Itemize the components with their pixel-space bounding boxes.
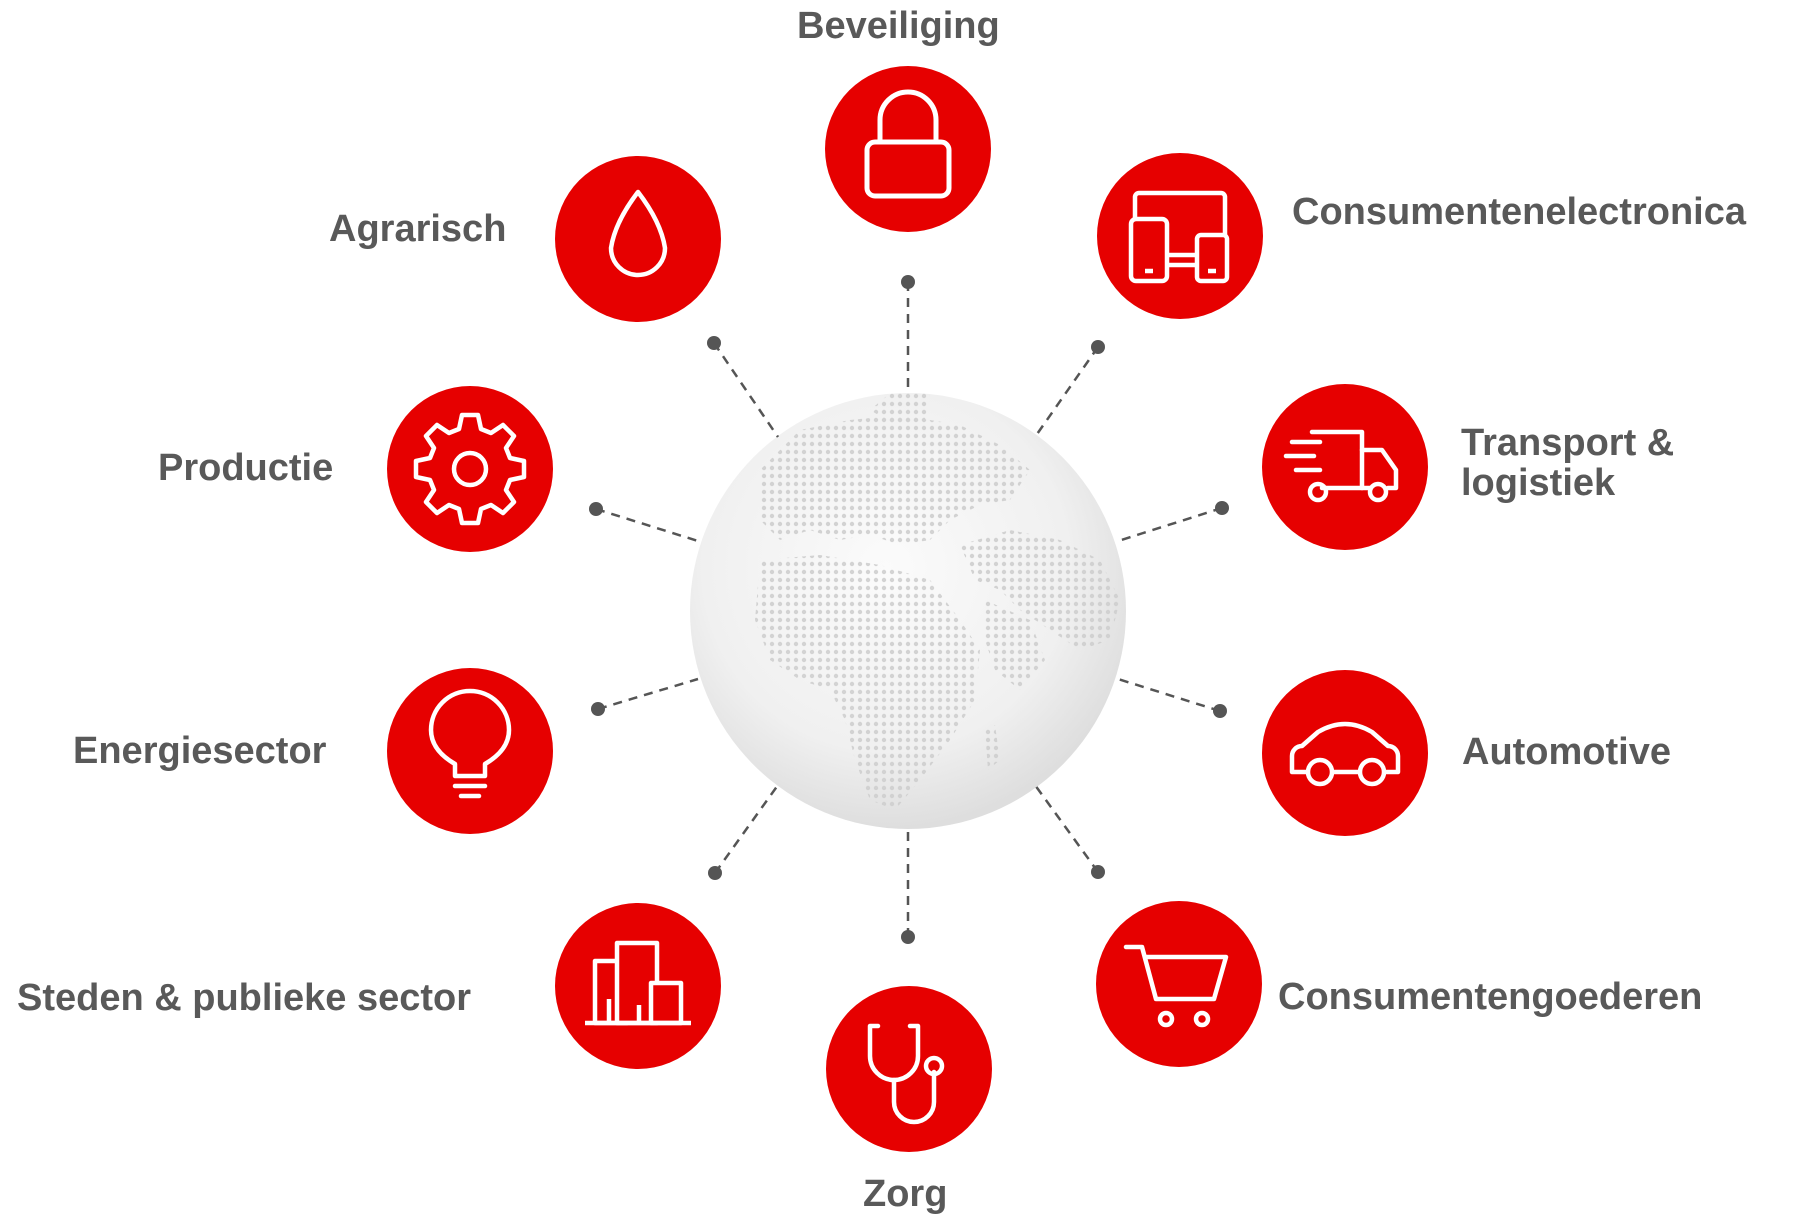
sector-label-energiesector: Energiesector — [73, 730, 327, 772]
sector-label-agrarisch: Agrarisch — [329, 208, 507, 250]
sector-label-automotive: Automotive — [1462, 731, 1671, 773]
stethoscope-icon — [826, 986, 992, 1152]
sector-label-consumentengoederen: Consumentengoederen — [1278, 976, 1703, 1018]
sector-label-zorg: Zorg — [863, 1173, 948, 1215]
delivery-truck-icon — [1262, 384, 1428, 550]
globe-icon — [690, 393, 1126, 829]
connector-dots — [589, 275, 1229, 944]
devices-icon — [1097, 153, 1263, 319]
connector-lines — [595, 282, 1223, 937]
lightbulb-icon — [387, 668, 553, 834]
gear-icon — [387, 386, 553, 552]
city-buildings-icon — [555, 903, 721, 1069]
sector-label-consumentenelectronica: Consumentenelectronica — [1292, 191, 1746, 233]
sector-label-beveiliging: Beveiliging — [797, 5, 1000, 47]
car-icon — [1262, 670, 1428, 836]
lock-icon — [825, 66, 991, 232]
sector-label-productie: Productie — [158, 447, 334, 489]
sector-label-steden-publieke-sector: Steden & publieke sector — [17, 977, 472, 1019]
sector-label-transport-logistiek: Transport & logistiek — [1461, 422, 1675, 504]
water-drop-icon — [555, 156, 721, 322]
shopping-cart-icon — [1096, 901, 1262, 1067]
